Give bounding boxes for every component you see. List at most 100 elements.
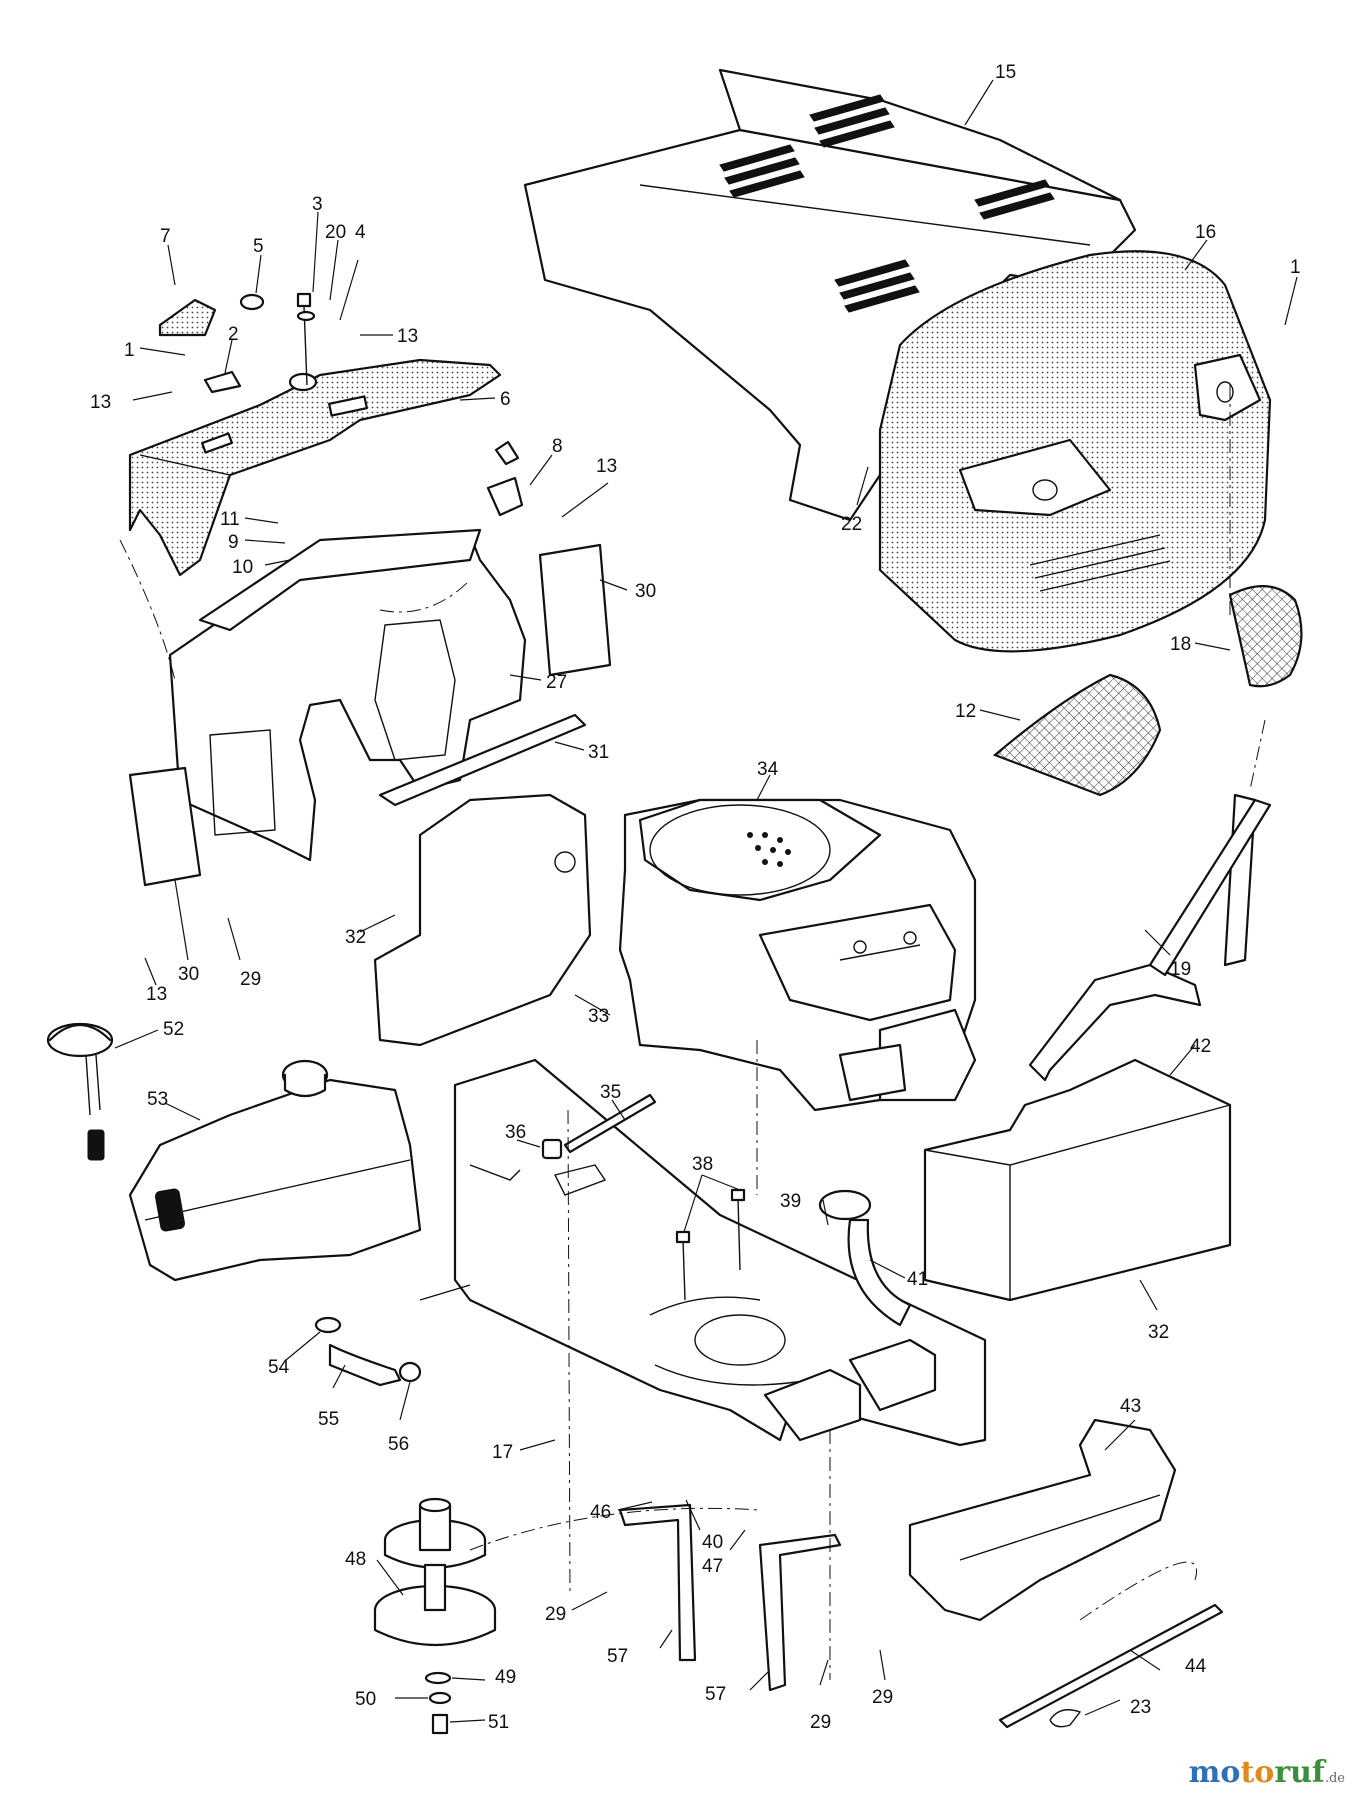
callout-17: 17 (492, 1442, 513, 1463)
fuel-tank-part-53 (128, 1059, 422, 1282)
callout-47: 47 (702, 1556, 723, 1577)
fuel-line-part-55 (328, 1343, 402, 1387)
bracket-part-31 (378, 713, 587, 807)
leader-lines (114, 79, 1298, 1723)
hood-vents (719, 94, 1055, 313)
screen-part-12 (992, 673, 1162, 797)
watermark-suffix: .de (1324, 1771, 1345, 1786)
callout-30: 30 (178, 964, 199, 985)
grille-part-16 (878, 250, 1272, 653)
callout-9: 9 (228, 532, 239, 553)
callout-10: 10 (232, 557, 253, 578)
callout-35: 35 (600, 1082, 621, 1103)
callout-8: 8 (552, 436, 563, 457)
callout-20: 20 (325, 222, 346, 243)
callout-12: 12 (955, 701, 976, 722)
bracket-part-57a (618, 1503, 697, 1662)
callout-11: 11 (220, 509, 240, 530)
callout-44: 44 (1185, 1656, 1207, 1677)
callout-27: 27 (546, 672, 567, 693)
callout-49: 49 (495, 1667, 516, 1688)
callout-54: 54 (268, 1357, 290, 1378)
heat-shield-part-33 (373, 793, 592, 1047)
clamp-part-56 (398, 1361, 422, 1383)
callout-29: 29 (240, 969, 261, 990)
bracket-part-57b (758, 1533, 842, 1692)
engine-part-34 (618, 798, 977, 1112)
side-panel-part-30b (128, 766, 202, 887)
callout-16: 16 (1195, 222, 1216, 243)
callout-48: 48 (345, 1549, 366, 1570)
bolts-part-38 (675, 1188, 746, 1301)
hitch-bracket-part-43 (908, 1418, 1177, 1622)
callout-50: 50 (355, 1689, 376, 1710)
callout-34: 34 (757, 759, 779, 780)
callout-33: 33 (588, 1006, 609, 1027)
callout-22: 22 (841, 514, 862, 535)
callout-7: 7 (160, 226, 171, 247)
callout-42: 42 (1190, 1036, 1211, 1057)
watermark-part-1: mo (1188, 1755, 1241, 1790)
callout-13: 13 (146, 984, 167, 1005)
callout-30: 30 (635, 581, 656, 602)
callout-2: 2 (228, 324, 239, 345)
callout-6: 6 (500, 389, 511, 410)
callout-29: 29 (810, 1712, 831, 1733)
callout-55: 55 (318, 1409, 339, 1430)
callout-1: 1 (1290, 257, 1301, 278)
exhaust-pipe-part-41 (818, 1189, 912, 1327)
callout-29: 29 (545, 1604, 566, 1625)
watermark-part-2: to (1240, 1755, 1275, 1790)
callout-40: 40 (702, 1532, 723, 1553)
callout-18: 18 (1170, 634, 1191, 655)
callout-39: 39 (780, 1191, 801, 1212)
callout-5: 5 (253, 236, 264, 257)
muffler-guard-part-42 (923, 1058, 1232, 1302)
callout-57: 57 (607, 1646, 628, 1667)
support-part-19 (1028, 963, 1202, 1082)
callout-23: 23 (1130, 1697, 1151, 1718)
throttle-part-8 (486, 440, 524, 517)
rod-part-44 (998, 1603, 1224, 1729)
plate-part-2 (203, 370, 242, 394)
grommet-part-5 (239, 293, 265, 311)
washers-part-49-50-51 (424, 1671, 452, 1735)
watermark-logo: motoruf.de (1189, 1755, 1345, 1790)
pin-part-23 (1049, 1709, 1082, 1728)
side-panel-part-30a (538, 543, 612, 677)
callout-13: 13 (90, 392, 111, 413)
callout-46: 46 (590, 1502, 611, 1523)
callout-13: 13 (397, 326, 418, 347)
callout-36: 36 (505, 1122, 526, 1143)
callout-labels: 15 16 1 1 7 5 3 20 4 13 2 13 6 8 13 22 1… (90, 62, 1301, 1733)
callout-29: 29 (872, 1687, 893, 1708)
clamp-part-54 (314, 1316, 342, 1334)
washer-part-20 (296, 310, 316, 322)
hood-part-15 (523, 68, 1137, 522)
callout-41: 41 (907, 1269, 928, 1290)
callout-15: 15 (995, 62, 1016, 83)
callout-32: 32 (345, 927, 366, 948)
callout-52: 52 (163, 1019, 184, 1040)
watermark-part-3: ruf (1274, 1755, 1325, 1790)
dash-panel-part-6 (128, 358, 502, 577)
bezel-part-7 (158, 298, 217, 337)
fuel-cap-part-52 (46, 1022, 114, 1161)
choke-rod-part-3 (296, 292, 312, 386)
callout-4: 4 (355, 222, 366, 243)
callout-32: 32 (1148, 1322, 1169, 1343)
callout-3: 3 (312, 194, 323, 215)
callout-19: 19 (1170, 959, 1191, 980)
callout-43: 43 (1120, 1396, 1141, 1417)
callout-31: 31 (588, 742, 609, 763)
chassis-frame (419, 1058, 987, 1447)
callout-56: 56 (388, 1434, 409, 1455)
callout-38: 38 (692, 1154, 713, 1175)
nut-part-36 (541, 1138, 563, 1160)
callout-57: 57 (705, 1684, 726, 1705)
callout-53: 53 (147, 1089, 168, 1110)
screen-part-18 (1228, 585, 1303, 688)
callout-1: 1 (124, 340, 135, 361)
callout-13: 13 (596, 456, 617, 477)
